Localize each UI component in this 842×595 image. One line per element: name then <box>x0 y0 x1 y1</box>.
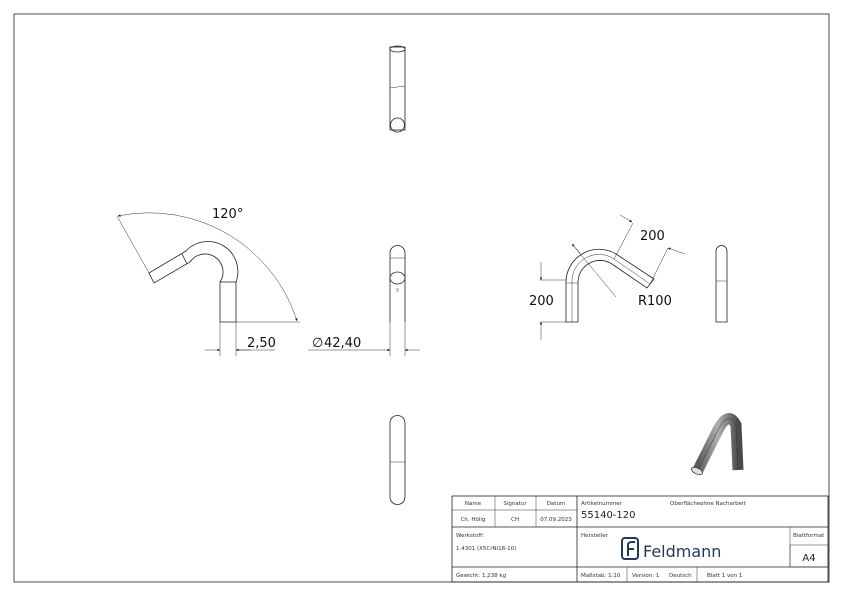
sheet-format-label: Blattformat <box>793 533 825 539</box>
signature-value: CH <box>511 517 519 523</box>
top-view <box>389 45 406 133</box>
surface-label: Oberfläche: <box>670 501 702 507</box>
version: Version: 1 <box>632 573 659 579</box>
vertical-leg-dimension: 200 <box>529 294 554 309</box>
logo-text: Feldmann <box>643 542 721 561</box>
surface-value: ohne Nacharbeit <box>700 501 746 507</box>
weight: Gewicht: 1,238 kg <box>456 573 506 579</box>
article-number: 55140-120 <box>581 510 636 521</box>
title-block: Name Signatur Datum Ch. Hölig CH 07.09.2… <box>451 495 829 583</box>
diameter-symbol: ∅ <box>312 336 323 351</box>
bottom-view <box>389 415 406 505</box>
material-value: 1.4301 (X5CrNi18-10) <box>456 546 516 552</box>
isometric-3d-view <box>691 413 744 476</box>
name-value: Ch. Hölig <box>461 517 486 523</box>
radius-dimension: R100 <box>638 294 672 309</box>
sheet-format-value: A4 <box>802 553 815 564</box>
right-end-view <box>715 245 728 323</box>
front-view: ∅ 42,40 <box>308 245 420 356</box>
scale: Maßstab: 1:10 <box>581 573 621 579</box>
angle-dimension: 120° <box>212 207 243 222</box>
language: Deutsch <box>669 573 692 579</box>
article-label: Artikelnummer <box>581 501 623 507</box>
bent-side-view: 120° 2,50 <box>116 206 300 356</box>
feldmann-logo: Feldmann <box>621 537 721 561</box>
date-label: Datum <box>547 501 566 507</box>
diagonal-leg-dimension: 200 <box>640 229 665 244</box>
name-label: Name <box>465 501 482 507</box>
sheet-frame <box>13 13 830 583</box>
wall-thickness-dimension: 2,50 <box>247 336 276 351</box>
signature-label: Signatur <box>503 501 527 507</box>
diameter-dimension: 42,40 <box>324 336 361 351</box>
manufacturer-label: Hersteller <box>581 533 609 539</box>
date-value: 07.09.2023 <box>540 517 572 523</box>
right-bent-view: 200 200 R100 <box>529 214 686 340</box>
material-label: Werkstoff: <box>456 533 484 539</box>
sheet-number: Blatt 1 von 1 <box>707 573 742 579</box>
